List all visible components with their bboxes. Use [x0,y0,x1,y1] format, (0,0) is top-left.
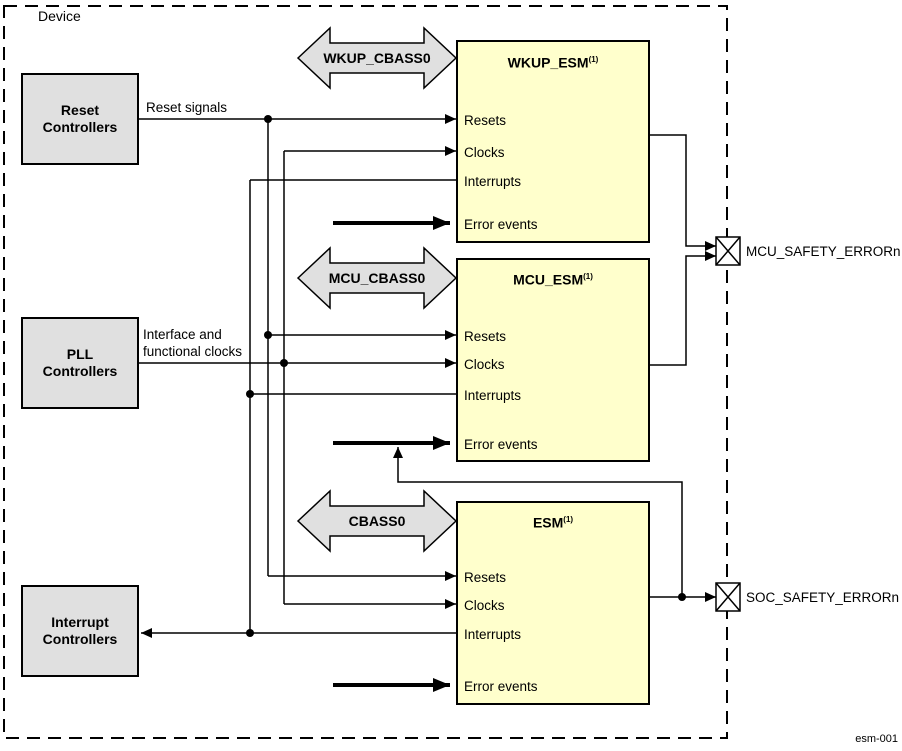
mcu-esm-block: MCU_ESM(1) Resets Clocks Interrupts Erro… [456,258,650,462]
reset-controllers-label: Reset Controllers [42,102,118,135]
junction-resets-top [264,115,272,123]
soc-safety-error-pad [715,582,741,612]
mcu-cbass0-label: MCU_CBASS0 [328,270,426,286]
wkup-cbass0-label: WKUP_CBASS0 [323,50,431,66]
junction-esm-error-out [678,593,686,601]
wkup-esm-footnote-ref: (1) [588,55,599,64]
wkup-esm-signal-clocks: Clocks [464,145,505,160]
cbass0-label: CBASS0 [348,513,406,529]
figure-id: esm-001 [855,733,898,745]
mcu-esm-signal-resets: Resets [464,329,507,344]
esm-title-text: ESM [532,514,564,531]
mcu-safety-error-pad-label: MCU_SAFETY_ERRORn [746,244,901,259]
wkup-esm-block: WKUP_ESM(1) Resets Clocks Interrupts Err… [456,40,650,243]
clocks-annotation: Interface and functional clocks [143,327,243,359]
wkup-esm-signal-interrupts: Interrupts [464,174,522,189]
mcu-esm-title: MCU_ESM(1) [458,268,648,288]
mcu-esm-signal-interrupts: Interrupts [464,388,522,403]
junction-resets-mcu [264,331,272,339]
wkup-esm-title-text: WKUP_ESM [507,54,589,71]
junction-interrupts-mcu [246,390,254,398]
esm-signal-resets: Resets [464,570,507,585]
wkup-esm-title: WKUP_ESM(1) [458,51,648,71]
wire-mcu-error-to-mcu-pad [650,251,716,366]
soc-safety-error-pad-label: SOC_SAFETY_ERRORn [746,590,900,605]
esm-signal-clocks: Clocks [464,598,505,613]
device-boundary-label: Device [38,8,81,24]
mcu-esm-title-text: MCU_ESM [513,271,584,288]
esm-signal-interrupts: Interrupts [464,627,522,642]
mcu-esm-signal-error-events: Error events [464,437,538,452]
mcu-safety-error-pad [715,236,741,266]
esm-footnote-ref: (1) [563,515,574,524]
junction-interrupts-esm [246,629,254,637]
reset-controllers-box: Reset Controllers [21,73,139,165]
interrupt-controllers-box: Interrupt Controllers [21,585,139,677]
wire-wkup-error-to-mcu-pad [650,134,716,251]
esm-block: ESM(1) Resets Clocks Interrupts Error ev… [456,501,650,705]
junction-clocks-mcu [280,359,288,367]
reset-signals-annotation: Reset signals [146,100,228,115]
pll-controllers-label: PLL Controllers [42,346,118,379]
esm-title: ESM(1) [458,511,648,531]
pll-controllers-box: PLL Controllers [21,317,139,409]
interrupt-controllers-label: Interrupt Controllers [42,614,118,647]
esm-signal-error-events: Error events [464,679,538,694]
wkup-esm-signal-resets: Resets [464,113,507,128]
mcu-esm-signal-clocks: Clocks [464,357,505,372]
mcu-esm-footnote-ref: (1) [583,272,593,281]
wkup-esm-signal-error-events: Error events [464,217,538,232]
